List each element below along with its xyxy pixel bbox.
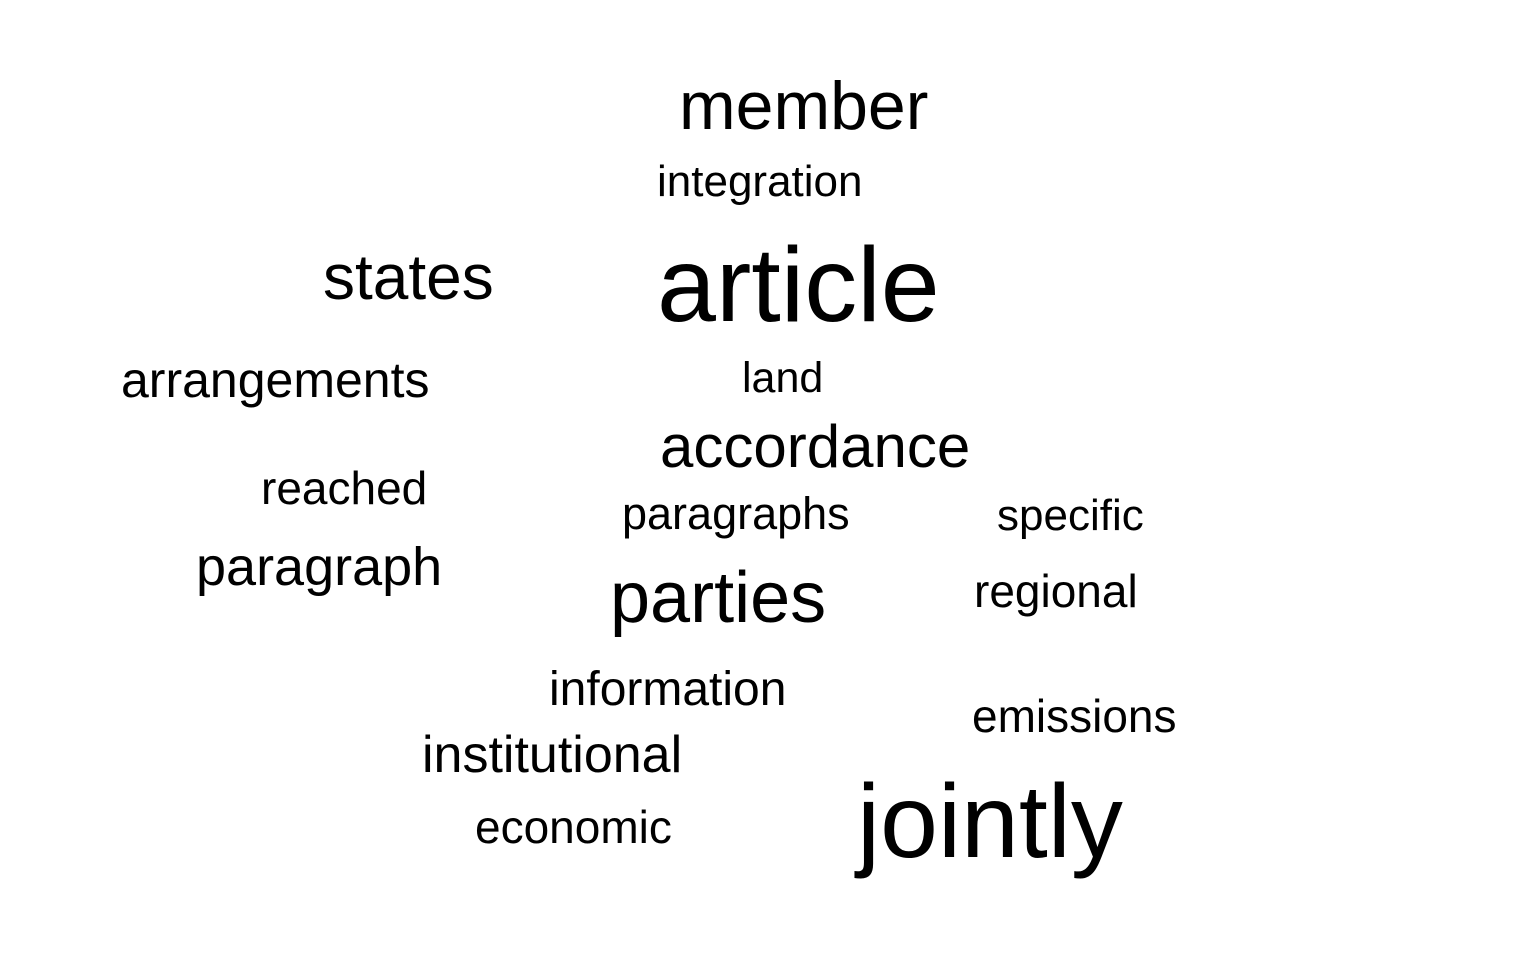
word-emissions: emissions (972, 690, 1177, 742)
word-land: land (742, 354, 824, 402)
word-economic: economic (475, 801, 672, 853)
word-member: member (679, 68, 929, 144)
word-integration: integration (657, 157, 863, 206)
word-regional: regional (974, 565, 1138, 617)
word-paragraphs: paragraphs (622, 488, 850, 539)
word-institutional: institutional (422, 726, 683, 784)
word-accordance: accordance (660, 413, 971, 480)
word-arrangements: arrangements (121, 352, 430, 408)
word-article: article (657, 226, 940, 344)
word-paragraph: paragraph (196, 537, 443, 597)
word-states: states (323, 241, 494, 313)
word-parties: parties (610, 558, 827, 638)
word-information: information (549, 663, 787, 716)
word-specific: specific (997, 491, 1144, 540)
word-reached: reached (261, 462, 428, 514)
word-jointly: jointly (857, 764, 1123, 880)
